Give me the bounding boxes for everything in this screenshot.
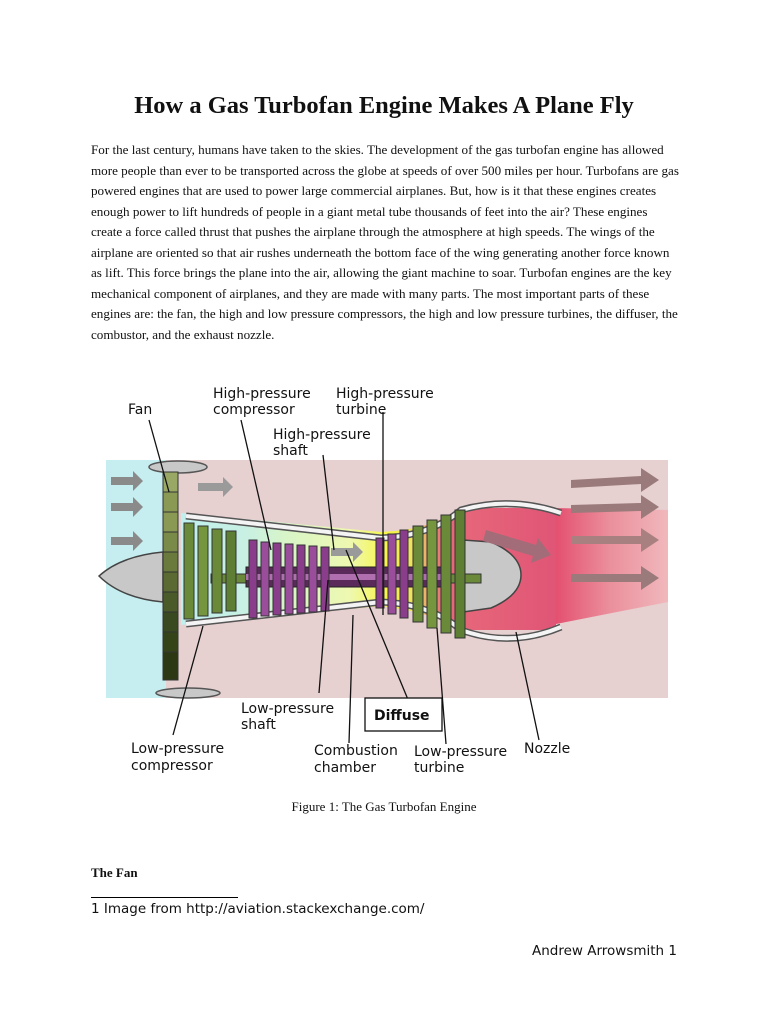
turbofan-engine-diagram: Fan High-pressure compressor High-pressu… [97,386,668,776]
label-lp-compressor-2: compressor [131,758,213,774]
low-pressure-turbine-blades [412,509,466,639]
fan-blades [162,471,179,681]
label-lp-turbine-2: turbine [414,760,464,776]
label-lp-shaft-1: Low-pressure [241,701,334,717]
label-hp-turbine-1: High-pressure [336,386,434,402]
label-hp-compressor-1: High-pressure [213,386,311,402]
tail-cone [462,539,522,613]
label-hp-turbine-2: turbine [336,402,386,418]
high-pressure-shaft-inner [246,574,446,580]
label-hp-compressor-2: compressor [213,402,295,418]
label-fan: Fan [128,402,152,418]
upper-fan-cowl [148,460,208,474]
label-lp-turbine-1: Low-pressure [414,744,507,760]
label-hp-shaft-1: High-pressure [273,427,371,443]
label-combustion-2: chamber [314,760,376,776]
label-combustion-1: Combustion [314,743,398,759]
footnote-divider [91,897,238,898]
low-pressure-compressor-blades [183,522,237,620]
page-title: How a Gas Turbofan Engine Makes A Plane … [134,92,634,119]
figure-caption: Figure 1: The Gas Turbofan Engine [291,799,477,814]
high-pressure-compressor-blades [248,539,330,619]
high-pressure-turbine-blades [375,529,409,619]
label-lp-shaft-2: shaft [241,717,276,733]
label-lp-compressor-1: Low-pressure [131,741,224,757]
exhaust-arrows [483,468,659,590]
diffuse-box [364,697,443,732]
label-nozzle: Nozzle [524,741,570,757]
leader-lines [148,412,540,745]
label-diffuse: Diffuse [374,708,430,724]
footnote: 1 Image from http://aviation.stackexchan… [91,901,425,917]
lower-fan-cowl [155,687,221,699]
intro-paragraph: For the last century, humans have taken … [91,142,679,342]
label-hp-shaft-2: shaft [273,443,308,459]
section-heading: The Fan [91,865,138,880]
page-footer: Andrew Arrowsmith 1 [531,943,677,959]
